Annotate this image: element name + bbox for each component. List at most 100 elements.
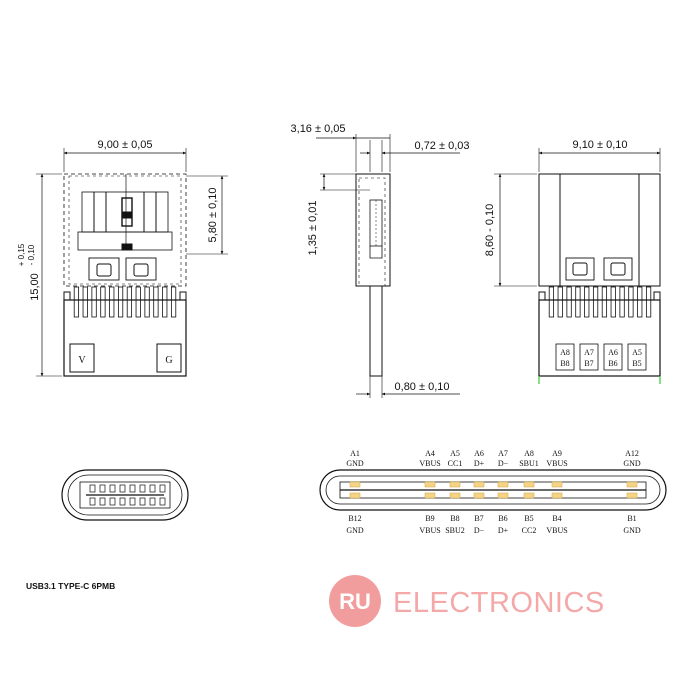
back-pin — [628, 286, 634, 318]
front-inner-dim: 5,80 ± 0,10 — [207, 188, 219, 243]
pinout-top-pin: A7 — [498, 449, 508, 458]
face-contact — [119, 484, 126, 493]
logo-badge-text: RU — [339, 589, 371, 614]
front-pin — [162, 286, 168, 318]
pinout-bottom-pin: B6 — [498, 514, 507, 523]
front-pin-rows — [73, 286, 177, 318]
pinout-bottom-pin: B12 — [348, 514, 361, 523]
pinout-bottom-signal: CC2 — [522, 526, 537, 535]
face-contact — [89, 497, 96, 506]
pinout-bottom-signal: D− — [474, 526, 485, 535]
front-pin — [170, 286, 177, 318]
back-pin — [548, 286, 555, 318]
connector-face-view — [61, 469, 189, 521]
pinout-top-contact — [523, 481, 535, 488]
pinout-bottom-pin: B5 — [524, 514, 533, 523]
pinout-bottom-contact — [424, 492, 436, 499]
face-contact — [159, 497, 166, 506]
back-pin — [557, 286, 563, 318]
pinout-top-contact — [551, 481, 563, 488]
pinout-top-pin: A4 — [425, 449, 435, 458]
back-pin — [645, 286, 652, 318]
side-right-dim: 0,72 ± 0,03 — [415, 140, 470, 152]
pinout-top-contact — [349, 481, 361, 488]
pinout-top-contact — [424, 481, 436, 488]
front-height-tol-upper: + 0,15 — [17, 243, 26, 266]
face-contact — [139, 497, 146, 506]
pinout-top-contact — [473, 481, 485, 488]
pinout-top-pin: A6 — [474, 449, 484, 458]
face-contact — [109, 484, 116, 493]
front-pin — [82, 286, 88, 318]
face-contact — [109, 497, 116, 506]
front-pin — [135, 286, 141, 318]
back-pin-rows — [548, 286, 652, 318]
front-pin — [153, 286, 159, 318]
pinout-bottom-pin: B8 — [450, 514, 459, 523]
back-pin — [601, 286, 608, 318]
side-bottom-dim: 0,80 ± 0,10 — [395, 381, 450, 393]
side-height-dim: 1,35 ± 0,01 — [307, 201, 319, 256]
pinout-top-contact — [626, 481, 638, 488]
face-contact — [149, 497, 156, 506]
back-pin — [619, 286, 625, 318]
front-pin — [91, 286, 97, 318]
front-pin — [100, 286, 106, 318]
pinout-top-pin: A12 — [625, 449, 639, 458]
back-pin-bottom-label: B6 — [608, 359, 617, 368]
face-contact — [129, 497, 136, 506]
pinout-bottom-signal: GND — [623, 526, 641, 535]
front-label-v-box — [69, 343, 95, 373]
back-pin-pair-box — [603, 343, 623, 371]
back-height-dim: 8,60 - 0,10 — [484, 204, 496, 257]
front-width-dim: 9,00 ± 0,05 — [98, 139, 153, 151]
front-pin — [73, 286, 80, 318]
pinout-top-signal: SBU1 — [519, 459, 539, 468]
face-contact — [119, 497, 126, 506]
pinout-bottom-signal: SBU2 — [445, 526, 465, 535]
back-pin — [637, 286, 643, 318]
pinout-top-row: A1GNDA4VBUSA5CC1A6D+A7D−A8SBU1A9VBUSA12G… — [346, 449, 641, 488]
pinout-bottom-contact — [626, 492, 638, 499]
pinout-bottom-pin: B4 — [552, 514, 561, 523]
face-contact — [89, 484, 96, 493]
pinout-top-contact — [497, 481, 509, 488]
back-pin-bottom-label: B7 — [584, 359, 593, 368]
pinout-bottom-signal: VBUS — [546, 526, 567, 535]
pinout-bottom-pin: B9 — [425, 514, 434, 523]
front-label-v: V — [78, 355, 86, 366]
front-label-g: G — [165, 355, 172, 366]
back-pin — [610, 286, 616, 318]
back-pin-pair-box — [555, 343, 575, 371]
front-pin — [144, 286, 150, 318]
back-pin-top-label: A5 — [632, 348, 642, 357]
back-pin — [575, 286, 581, 318]
pinout-top-signal: VBUS — [546, 459, 567, 468]
pinout-bottom-contact — [473, 492, 485, 499]
pinout-top-pin: A5 — [450, 449, 460, 458]
pinout-bottom-contact — [551, 492, 563, 499]
pinout-bottom-pin: B7 — [474, 514, 483, 523]
pinout-top-signal: D− — [498, 459, 509, 468]
pinout-top-signal: CC1 — [448, 459, 463, 468]
back-pin — [584, 286, 590, 318]
pinout-bottom-signal: D+ — [498, 526, 509, 535]
front-pin — [126, 286, 133, 318]
back-pin-pair-box — [579, 343, 599, 371]
pinout-bottom-contact — [523, 492, 535, 499]
pinout-bottom-signal: VBUS — [419, 526, 440, 535]
logo-text: ELECTRONICS — [393, 587, 605, 619]
front-height-dim: 15,00 — [29, 273, 41, 301]
front-view — [36, 148, 228, 377]
back-pin-pair-box — [627, 343, 647, 371]
back-pin-bottom-label: B8 — [560, 359, 569, 368]
logo-badge — [329, 575, 381, 627]
pinout-top-signal: GND — [623, 459, 641, 468]
side-view — [316, 134, 460, 398]
back-pin-bottom-label: B5 — [632, 359, 641, 368]
back-pin-top-label: A6 — [608, 348, 618, 357]
pinout-bottom-row: B12GNDB9VBUSB8SBU2B7D−B6D+B5CC2B4VBUSB1G… — [346, 492, 641, 535]
face-contact — [139, 484, 146, 493]
